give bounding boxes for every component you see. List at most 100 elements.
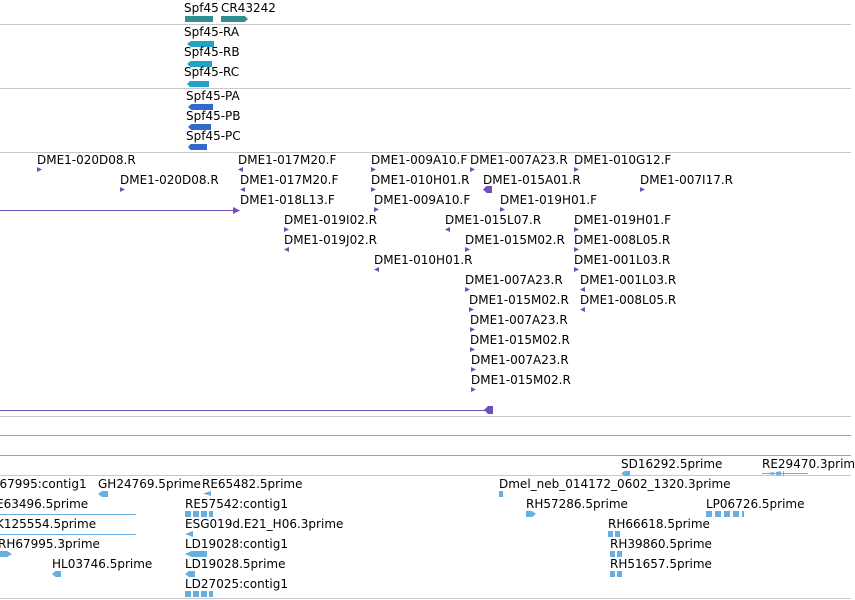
bac-end-arrow xyxy=(574,247,579,252)
transcript-label-rc[interactable]: Spf45-RC xyxy=(184,65,240,79)
est-arrow xyxy=(203,491,211,496)
transcript-label-ra[interactable]: Spf45-RA xyxy=(184,25,240,39)
est-label[interactable]: RE29470.3prim xyxy=(762,457,855,471)
est-label[interactable]: LD19028:contig1 xyxy=(185,537,288,551)
est-label[interactable]: RE65482.5prime xyxy=(202,477,303,491)
bac-end-arrow xyxy=(240,187,245,192)
est-label[interactable]: Dmel_neb_014172_0602_1320.3prime xyxy=(499,477,731,491)
bac-end-label[interactable]: DME1-019I02.R xyxy=(284,213,378,227)
bac-end-label[interactable]: DME1-019H01.F xyxy=(574,213,672,227)
est-label[interactable]: LP06726.5prime xyxy=(706,497,805,511)
track-separator xyxy=(0,598,851,599)
est-arrow xyxy=(526,511,536,517)
est-label[interactable]: RH51657.5prime xyxy=(610,557,712,571)
transcript-glyph-ra[interactable] xyxy=(187,41,214,47)
bac-end-label[interactable]: DME1-015A01.R xyxy=(483,173,581,187)
bac-end-label[interactable]: DME1-017M20.F xyxy=(238,153,337,167)
est-label[interactable]: K125554.5prime xyxy=(0,517,97,531)
bac-end-label[interactable]: DME1-001L03.R xyxy=(574,253,671,267)
bac-end-label[interactable]: DME1-010H01.R xyxy=(371,173,470,187)
track-separator xyxy=(0,455,851,456)
est-arrow xyxy=(185,591,213,597)
bac-end-arrow xyxy=(445,227,450,232)
est-label[interactable]: HL03746.5prime xyxy=(52,557,153,571)
protein-glyph-pa[interactable] xyxy=(188,104,213,110)
bac-end-label[interactable]: DME1-009A10.F xyxy=(374,193,471,207)
bac-end-label[interactable]: DME1-010H01.R xyxy=(374,253,473,267)
bac-end-arrow xyxy=(284,227,289,232)
bac-end-label[interactable]: DME1-007A23.R xyxy=(471,353,569,367)
track-separator xyxy=(0,24,851,25)
bac-end-arrow xyxy=(574,227,579,232)
est-arrow xyxy=(610,571,622,577)
protein-label-pa[interactable]: Spf45-PA xyxy=(186,89,240,103)
protein-glyph-pb[interactable] xyxy=(188,124,211,130)
est-label[interactable]: GH24769.5prime xyxy=(98,477,201,491)
est-label[interactable]: LD27025:contig1 xyxy=(185,577,288,591)
est-arrow xyxy=(610,551,622,557)
protein-glyph-pc[interactable] xyxy=(188,144,207,150)
est-span xyxy=(0,534,136,535)
bac-end-label[interactable]: DME1-008L05.R xyxy=(580,293,677,307)
bac-end-label[interactable]: DME1-009A10.F xyxy=(371,153,468,167)
est-label[interactable]: E63496.5prime xyxy=(0,497,89,511)
protein-label-pb[interactable]: Spf45-PB xyxy=(186,109,241,123)
bac-end-label[interactable]: DME1-001L03.R xyxy=(580,273,677,287)
bac-end-label[interactable]: DME1-015M02.R xyxy=(471,373,571,387)
est-label[interactable]: RE57542:contig1 xyxy=(185,497,288,511)
bac-end-arrow xyxy=(374,207,379,212)
transcript-glyph-rb[interactable] xyxy=(187,61,212,67)
bac-end-label[interactable]: DME1-007A23.R xyxy=(470,153,568,167)
bac-end-label[interactable]: DME1-007I17.R xyxy=(640,173,734,187)
bac-end-label[interactable]: DME1-015L07.R xyxy=(445,213,542,227)
bac-end-label[interactable]: DME1-010G12.F xyxy=(574,153,672,167)
bac-end-arrow xyxy=(471,367,476,372)
est-arrow xyxy=(621,471,630,476)
bac-end-arrow xyxy=(470,167,475,172)
est-label[interactable]: RH66618.5prime xyxy=(608,517,710,531)
bac-end-label[interactable]: DME1-019H01.F xyxy=(500,193,598,207)
protein-label-pc[interactable]: Spf45-PC xyxy=(186,129,241,143)
bac-end-arrow xyxy=(470,347,475,352)
bac-end-label[interactable]: DME1-020D08.R xyxy=(120,173,219,187)
est-label[interactable]: RH57286.5prime xyxy=(526,497,628,511)
bac-end-label[interactable]: DME1-017M20.F xyxy=(240,173,339,187)
est-arrow xyxy=(706,511,744,517)
bac-end-label[interactable]: DME1-019J02.R xyxy=(284,233,378,247)
bac-end-arrow xyxy=(580,287,585,292)
bac-end-label[interactable]: DME1-018L13.F xyxy=(240,193,335,207)
bac-end-label[interactable]: DME1-015M02.R xyxy=(470,333,570,347)
bac-end-arrow xyxy=(374,267,379,272)
bac-end-label[interactable]: DME1-015M02.R xyxy=(465,233,565,247)
bac-end-label[interactable]: DME1-020D08.R xyxy=(37,153,136,167)
est-label[interactable]: ESG019d.E21_H06.3prime xyxy=(185,517,344,531)
bac-end-label[interactable]: DME1-008L05.R xyxy=(574,233,671,247)
bac-end-arrow xyxy=(471,387,476,392)
est-label[interactable]: LD19028.5prime xyxy=(185,557,286,571)
est-arrow xyxy=(499,491,503,497)
est-label[interactable]: RH39860.5prime xyxy=(610,537,712,551)
est-arrow xyxy=(52,571,61,577)
est-label[interactable]: SD16292.5prime xyxy=(621,457,723,471)
bac-end-label[interactable]: DME1-007A23.R xyxy=(470,313,568,327)
bac-end-label[interactable]: DME1-007A23.R xyxy=(465,273,563,287)
transcript-label-rb[interactable]: Spf45-RB xyxy=(184,45,240,59)
est-arrow xyxy=(185,531,193,537)
gene-label-cr43242[interactable]: CR43242 xyxy=(221,1,276,15)
bac-end-label[interactable]: DME1-015M02.R xyxy=(469,293,569,307)
gene-label-spf45[interactable]: Spf45 xyxy=(184,1,219,15)
gene-glyph-cr43242[interactable] xyxy=(221,16,248,22)
bac-end-arrow xyxy=(371,167,376,172)
bac-end-arrow xyxy=(469,307,474,312)
est-arrow xyxy=(98,491,108,497)
bac-span-line[interactable] xyxy=(0,210,236,211)
bac-end-arrow xyxy=(284,247,289,252)
est-label[interactable]: I67995:contig1 xyxy=(0,477,87,491)
est-label[interactable]: RH67995.3prime xyxy=(0,537,100,551)
gene-glyph-spf45[interactable] xyxy=(185,16,213,22)
track-separator xyxy=(0,152,851,153)
bac-span-end-marker xyxy=(484,406,493,414)
bac-end-arrow xyxy=(238,167,243,172)
transcript-glyph-rc[interactable] xyxy=(187,81,209,87)
bac-span-line[interactable] xyxy=(0,410,486,411)
